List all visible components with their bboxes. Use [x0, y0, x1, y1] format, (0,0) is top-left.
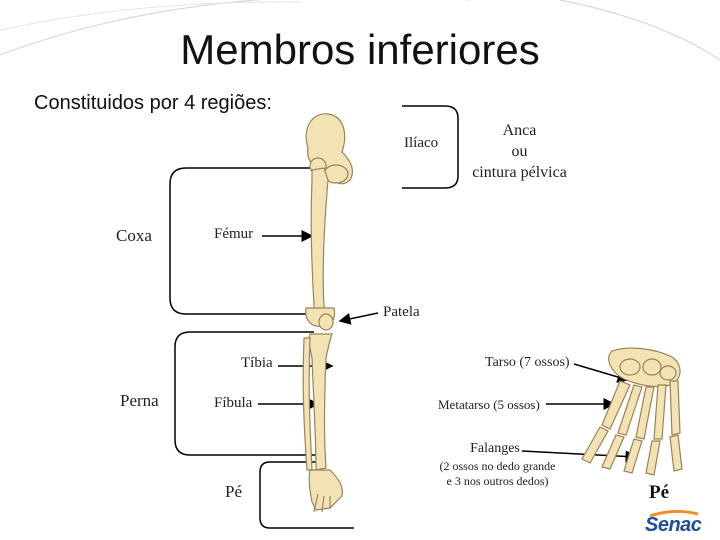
falanges-label: Falanges: [470, 441, 520, 456]
foot-bones: [308, 469, 343, 511]
anca-label-line-3: cintura pélvica: [472, 164, 567, 181]
foot-pe-label: Pé: [649, 482, 670, 503]
patela-label: Patela: [383, 304, 420, 320]
fibula-label: Fíbula: [214, 395, 253, 411]
iliaco-label: Ilíaco: [404, 135, 439, 151]
anca-label-line-2: ou: [511, 143, 528, 160]
anca-label-line-1: Anca: [502, 122, 537, 139]
fibula: [302, 337, 313, 471]
coxa-bracket: [169, 167, 318, 315]
coxa-label: Coxa: [116, 226, 152, 245]
leg-skeleton-illustration: [302, 113, 354, 513]
perna-bracket: [174, 331, 320, 456]
senac-logo-mark: [649, 509, 699, 518]
falanges-note: (2 ossos no dedo grande e 3 nos outros d…: [410, 459, 585, 489]
page-title: Membros inferiores: [180, 26, 540, 73]
tibia-label: Tíbia: [241, 355, 273, 371]
patella-bone: [318, 313, 334, 331]
falanges-note-line-1: (2 ossos no dedo grande: [439, 459, 556, 473]
tibia: [308, 333, 333, 471]
senac-logo-text: Senac: [645, 514, 702, 536]
tarso-label: Tarso (7 ossos): [485, 355, 570, 370]
pe-region-label: Pé: [225, 482, 242, 501]
falanges-arrow: [521, 450, 638, 463]
tarso-arrow: [573, 363, 630, 383]
anca-bracket: [402, 105, 459, 189]
perna-label: Perna: [120, 391, 159, 410]
femur-label: Fémur: [214, 226, 254, 242]
senac-logo: Senac: [644, 509, 718, 536]
anca-label: Anca ou cintura pélvica: [452, 120, 587, 183]
subtitle: Constituidos por 4 regiões:: [34, 92, 272, 114]
patela-arrow: [338, 312, 379, 325]
femur: [310, 167, 331, 319]
falanges-note-line-2: e 3 nos outros dedos): [446, 474, 549, 488]
pe-bracket: [259, 461, 354, 529]
metatarso-label: Metatarso (5 ossos): [438, 397, 540, 412]
foot-illustration: [581, 347, 683, 476]
